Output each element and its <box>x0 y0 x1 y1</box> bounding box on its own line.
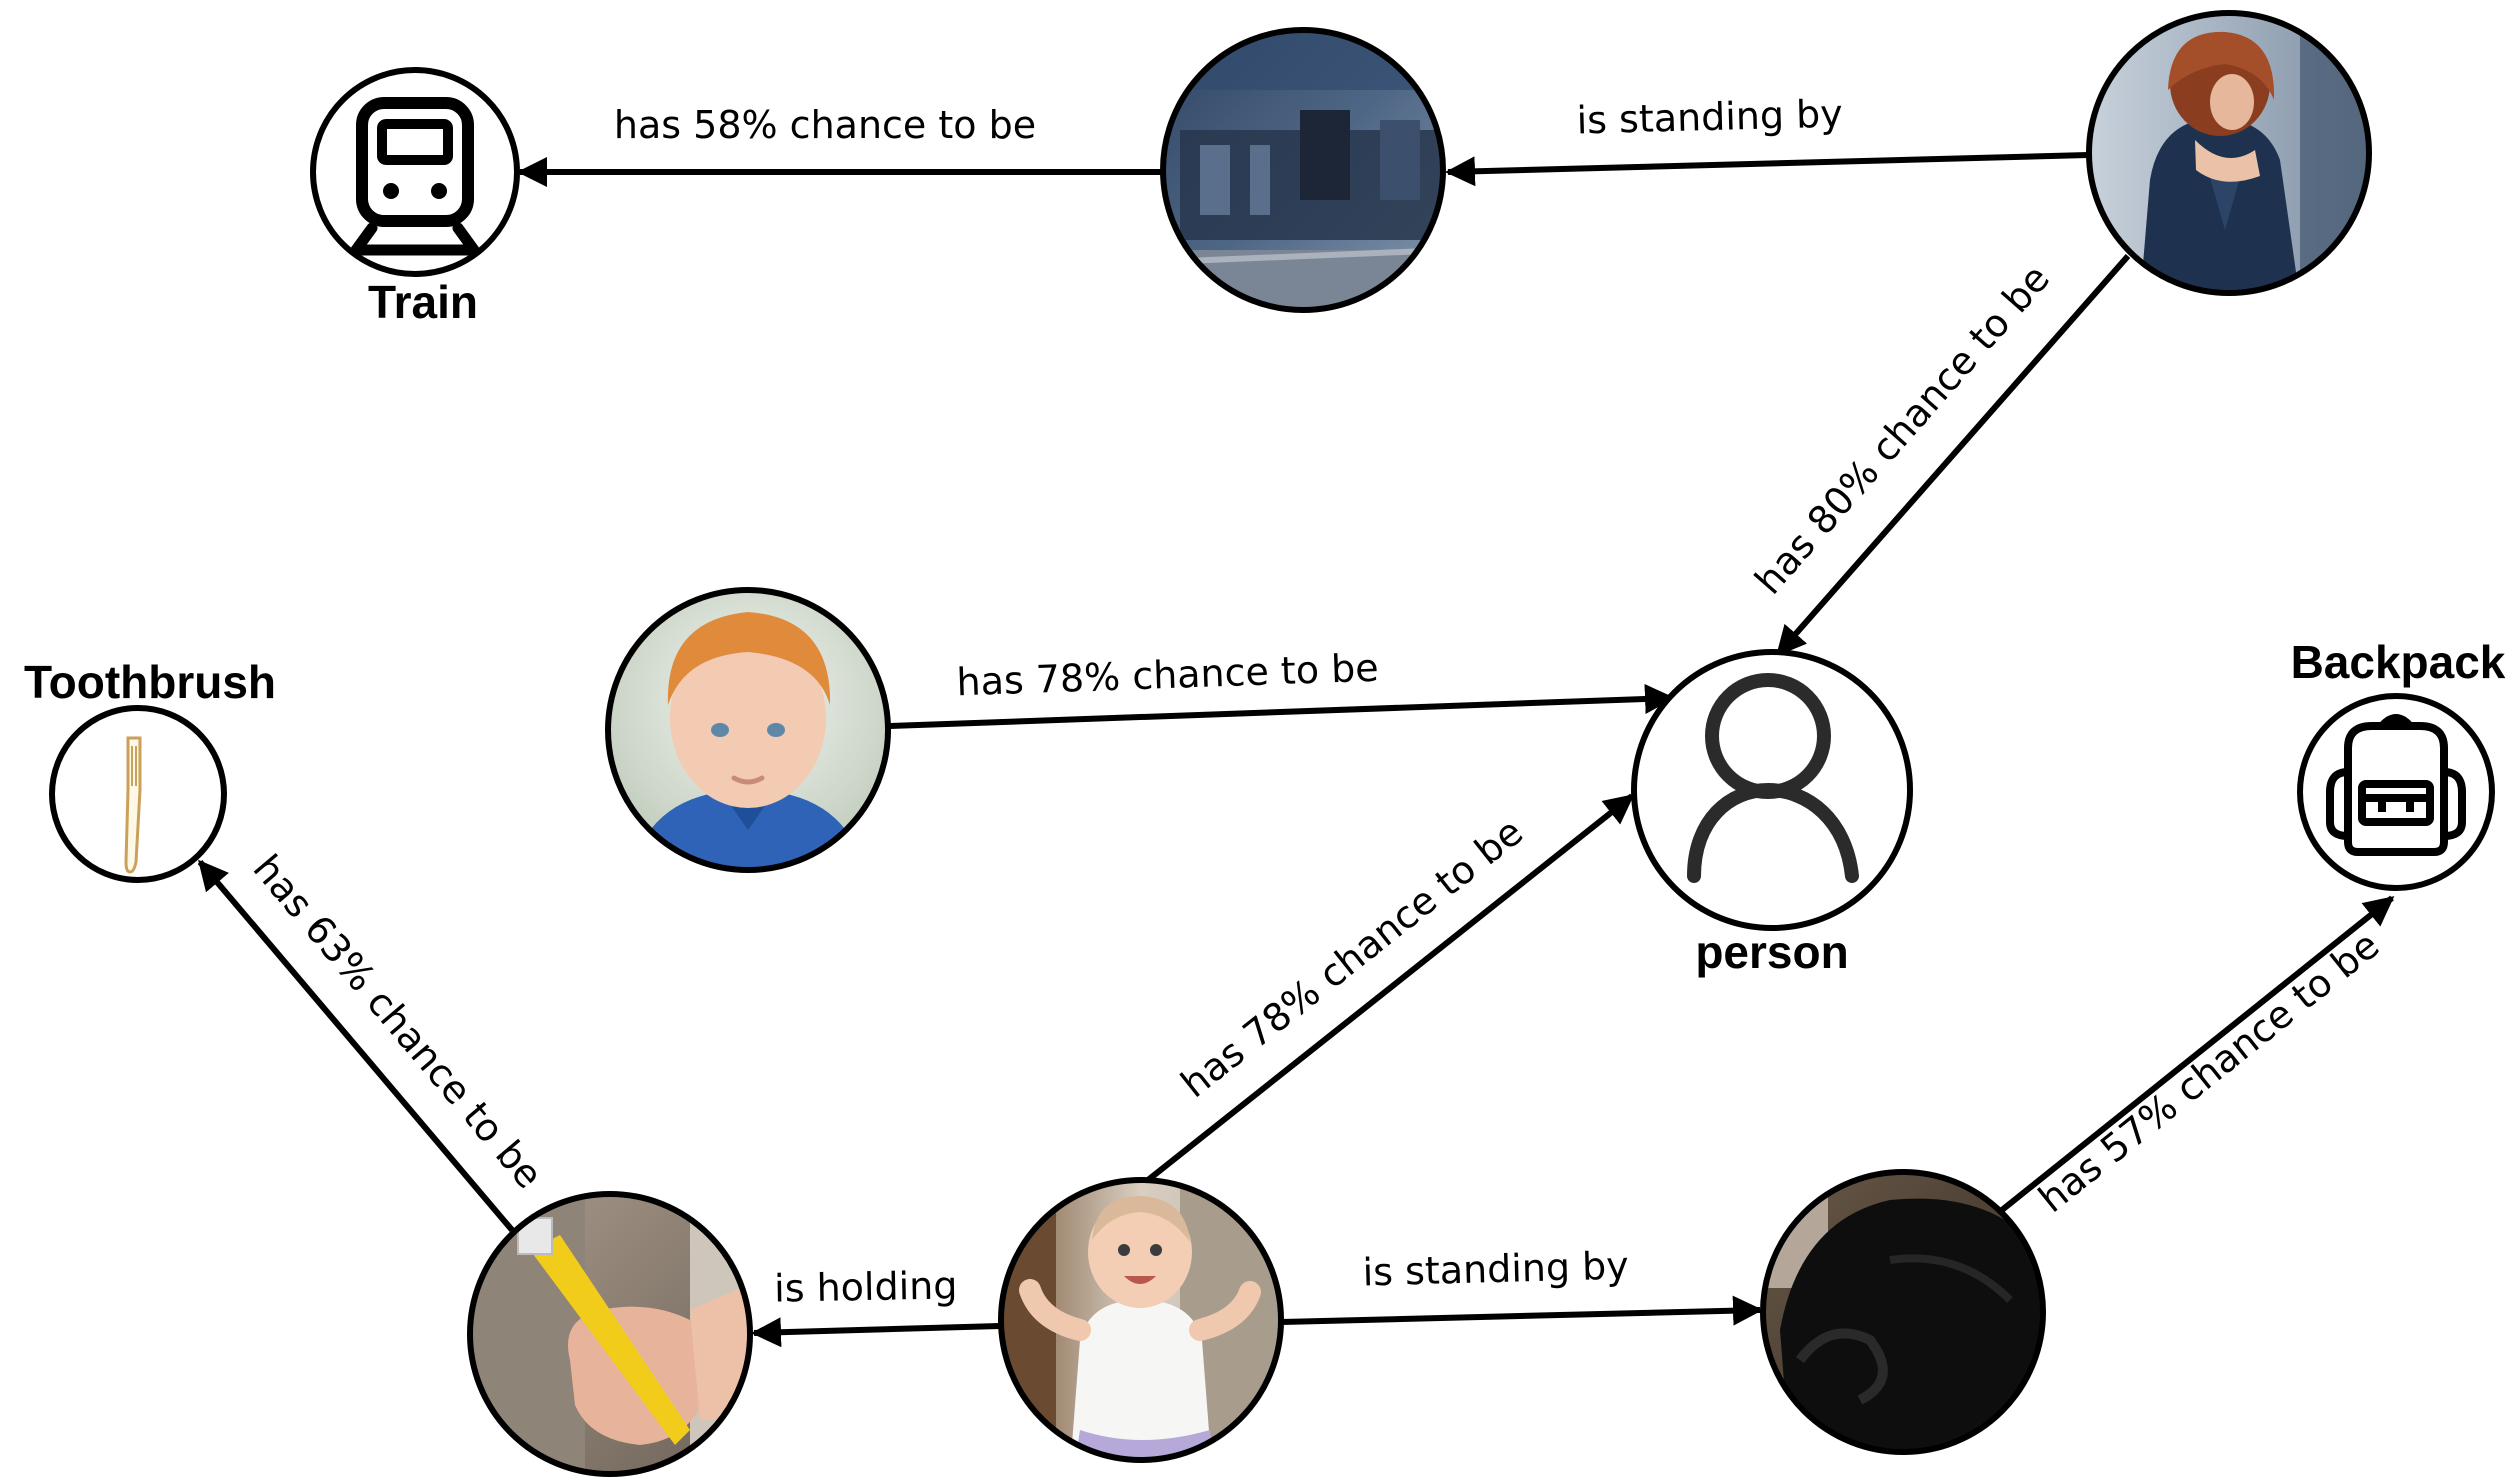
node-woman-photo <box>2086 10 2372 296</box>
node-toothbrush-label: Toothbrush <box>24 656 276 708</box>
node-backpack-label: Backpack <box>2291 636 2506 688</box>
node-backpack: Backpack <box>2291 636 2506 891</box>
boy-photo <box>608 590 888 870</box>
edge-woman-to-train-photo <box>1445 152 2089 187</box>
node-bag-photo-circle <box>1760 1169 2046 1455</box>
node-train-photo <box>1160 27 1446 313</box>
edge-label-boy-person: has 78% chance to be <box>956 646 1379 705</box>
edge-label-woman-person: has 80% chance to be <box>1746 256 2058 602</box>
edge-hand-to-toothbrush <box>197 859 515 1232</box>
edge-baby-to-hand <box>751 1317 1001 1348</box>
edge-label-train-photo: has 58% chance to be <box>614 103 1036 147</box>
edge-label-hand-toothbrush: has 63% chance to be <box>245 846 552 1196</box>
node-train-photo-circle <box>1160 27 1446 313</box>
node-boy-photo-circle <box>605 587 891 873</box>
edge-label-baby-bag: is standing by <box>1362 1244 1629 1295</box>
edge-label-woman-train: is standing by <box>1576 92 1843 143</box>
edge-bag-to-backpack <box>2000 895 2395 1213</box>
node-train-label: Train <box>368 276 478 328</box>
node-toothbrush: Toothbrush <box>24 656 276 883</box>
node-hand-photo <box>467 1191 753 1477</box>
edges <box>197 152 2395 1348</box>
node-baby-photo-circle <box>998 1177 1284 1463</box>
node-person: person <box>1631 649 1913 978</box>
edge-woman-to-person <box>1775 254 2131 657</box>
node-hand-photo-circle <box>467 1191 753 1477</box>
edge-baby-to-bag <box>1281 1295 1763 1326</box>
edge-label-bag-backpack: has 57% chance to be <box>2030 923 2387 1221</box>
node-person-label: person <box>1695 926 1848 978</box>
train-icon <box>350 97 480 256</box>
node-woman-photo-circle <box>2086 10 2372 296</box>
edge-label-baby-person: has 78% chance to be <box>1173 809 1531 1106</box>
node-boy-photo <box>605 587 891 873</box>
edge-boy-to-person <box>889 683 1675 729</box>
person-icon <box>1687 673 1859 883</box>
edge-baby-to-person <box>1146 793 1635 1183</box>
toothbrush-icon <box>124 736 142 874</box>
bag-photo <box>1763 1172 2043 1452</box>
node-bag-photo <box>1760 1169 2046 1455</box>
edge-label-baby-hand: is holding <box>774 1263 958 1310</box>
node-baby-photo <box>998 1177 1284 1463</box>
node-train: Train <box>310 67 520 328</box>
backpack-icon <box>2326 714 2466 856</box>
